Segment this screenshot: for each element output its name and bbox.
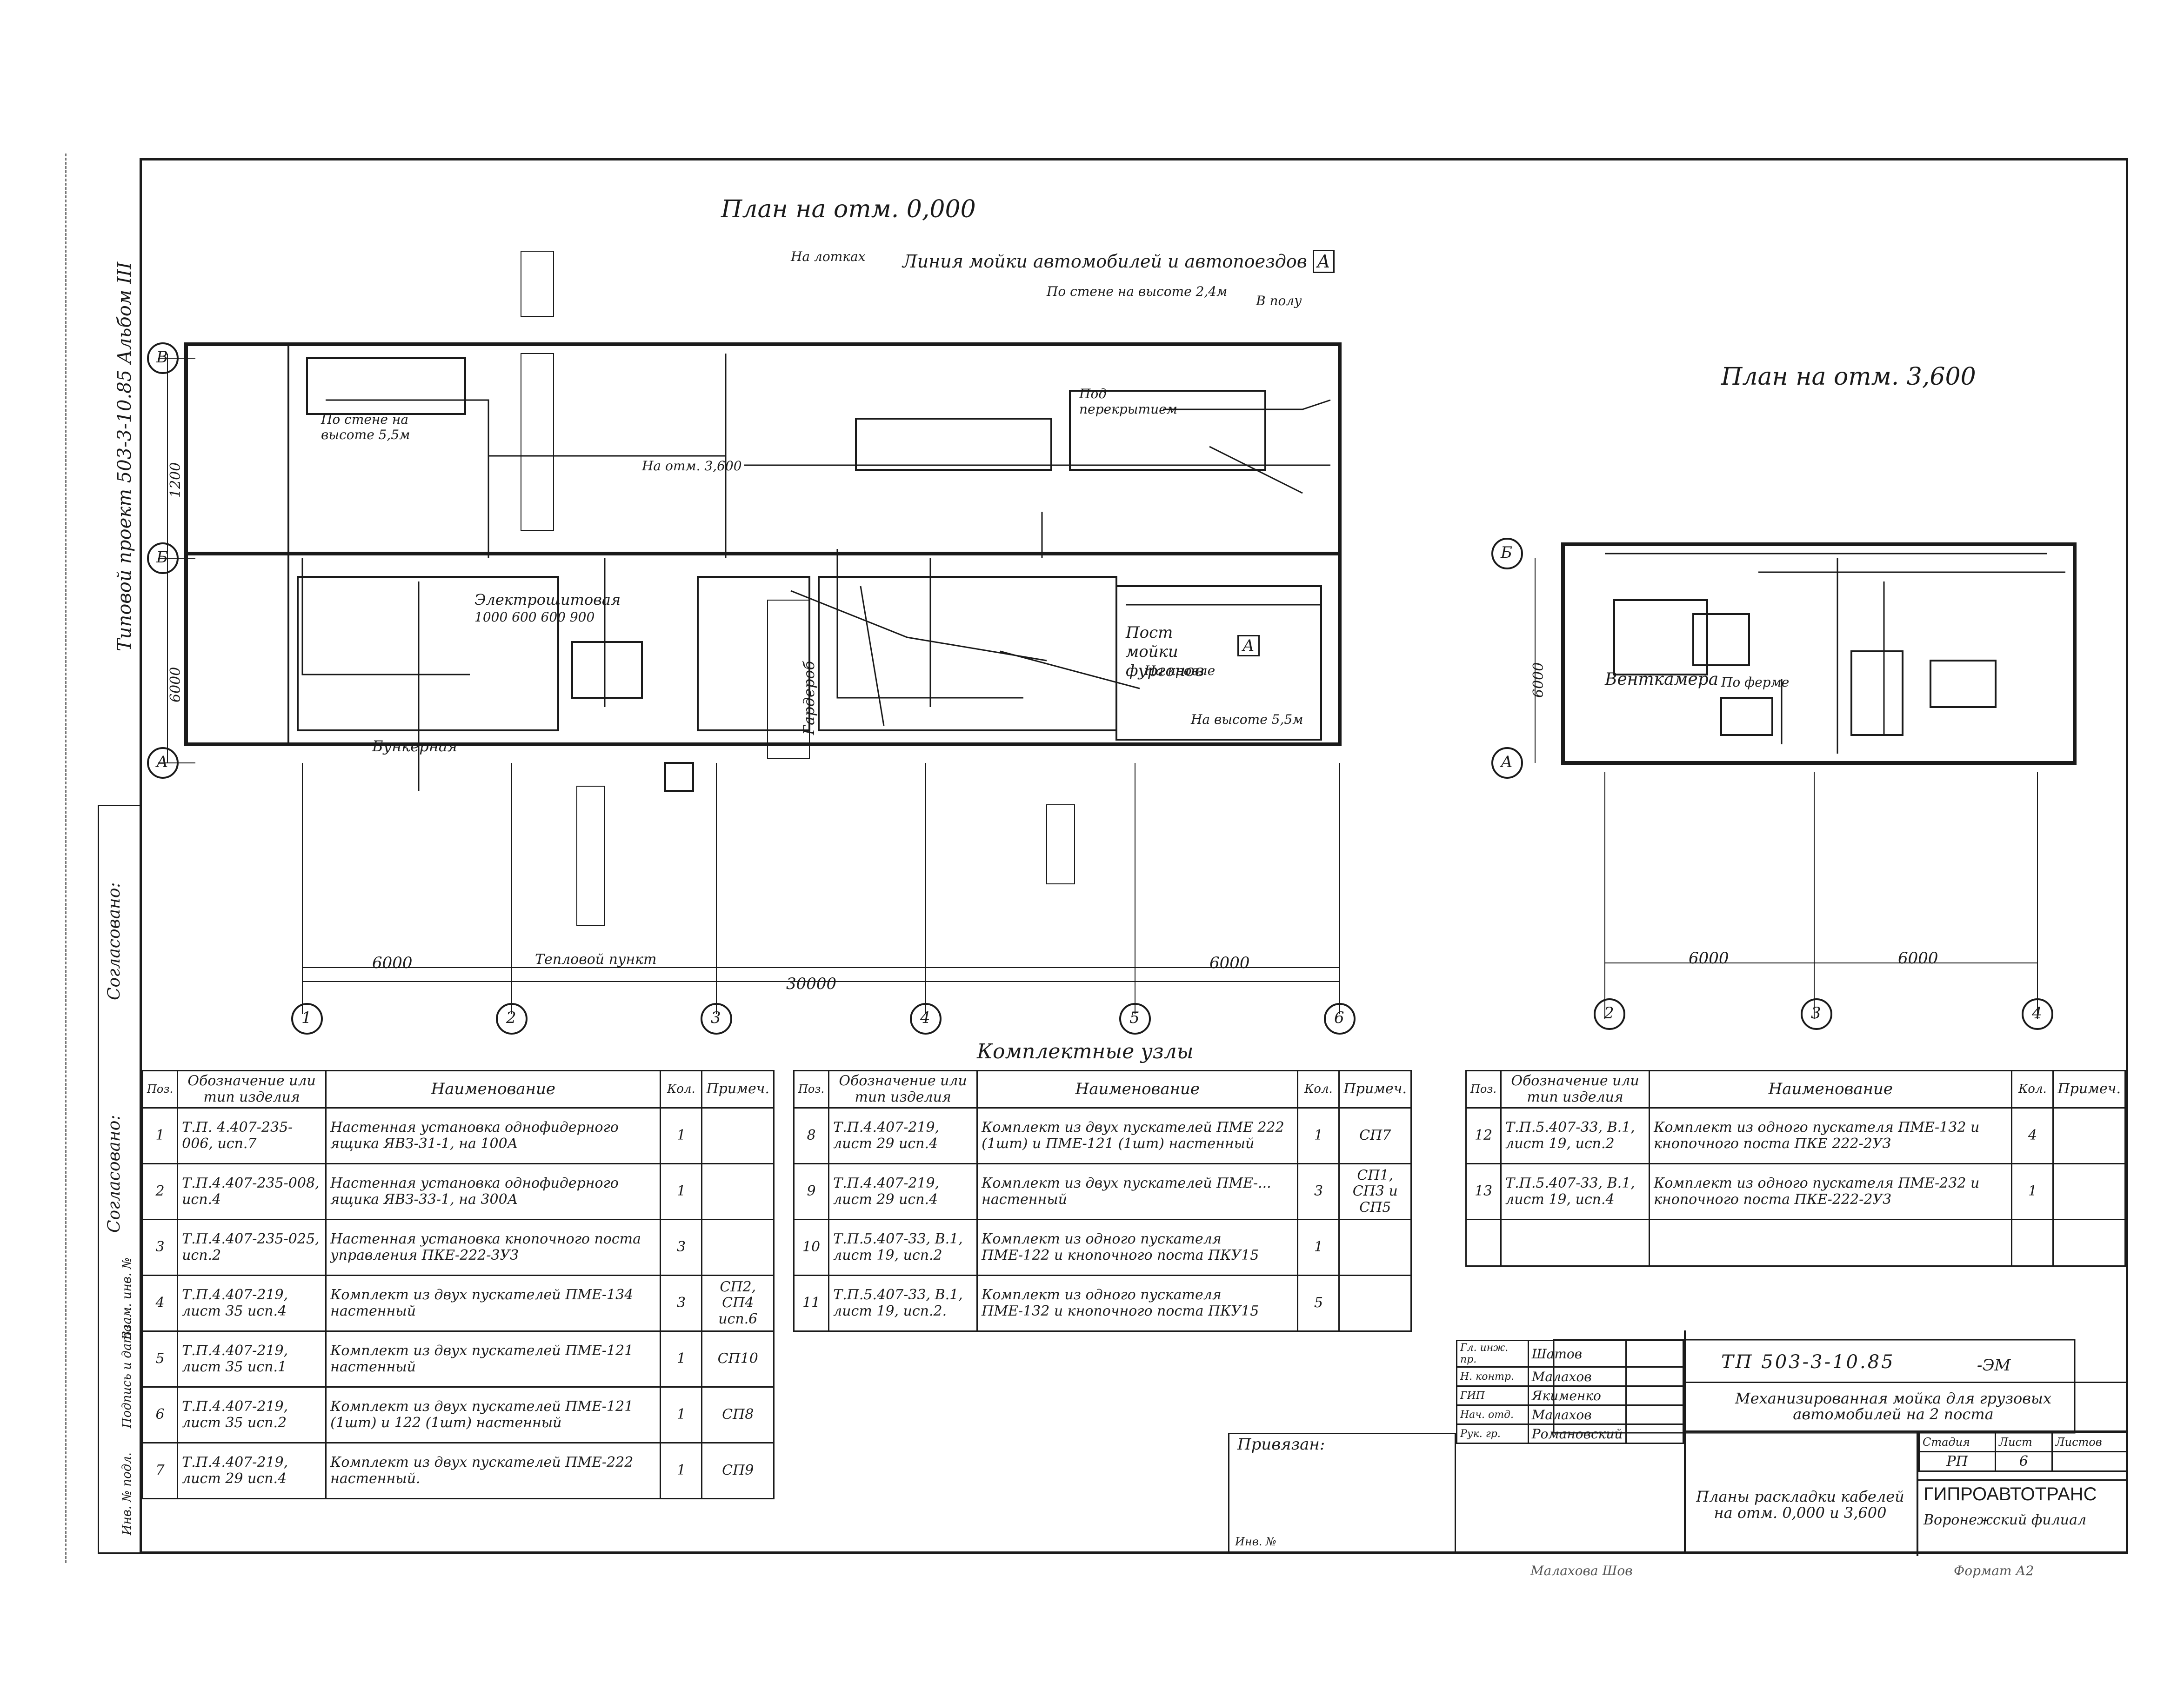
dim-6000-a: 6000 [372,954,413,972]
note-under-ceiling: Под перекрытием [1079,386,1177,417]
axis-1: 1 [301,1009,312,1027]
note-on-height-55: На высоте 5,5м [1191,712,1303,727]
table-header: Поз. Обозначение или тип изделия Наимено… [1465,1070,2126,1109]
row-v: В [156,348,168,367]
axis-up-2: 2 [1604,1004,1614,1022]
row-up-b: Б [1501,543,1512,562]
bound-label: Привязан: [1237,1435,1325,1454]
dim-30000: 30000 [786,975,837,993]
axis-up-4: 4 [2032,1004,2042,1022]
axis-6: 6 [1334,1009,1344,1027]
axis-4: 4 [920,1009,930,1027]
room-electrical: Электрощитовая [474,591,621,608]
note-in-floor: В полу [1256,293,1302,308]
note-on-truss: По ферме [1721,675,1790,690]
plan-main-title: План на отм. 0,000 [721,195,976,223]
axis-2: 2 [506,1009,516,1027]
upper-plan-walls [1561,542,2077,765]
note-on-wall-24: По стене на высоте 2,4м [1047,284,1228,299]
van-post-mark: А [1237,635,1260,656]
room-van-post: Пост мойки фургонов [1126,623,1204,680]
stamp-code: ТП 503-3-10.85 [1721,1351,1895,1373]
dim-6000-upper-side: 6000 [1530,662,1547,698]
row-up-a: А [1501,753,1513,771]
room-garderob: Гардероб [800,661,818,735]
note-on-trays: На лотках [791,249,866,264]
row-b: Б [156,548,168,567]
components-table-2: Поз. Обозначение или тип изделия Наимено… [793,1070,1412,1332]
stamp-org: ГИПРОАВТОТРАНС [1924,1484,2097,1504]
sheet-value: 6 [1995,1451,2053,1472]
cabinet-dims: 1000 600 600 900 [474,609,595,625]
th-qty: Кол. [660,1070,703,1109]
th-name: Наименование [325,1070,661,1109]
dim-6000-b: 6000 [1209,954,1250,972]
components-table-3: Поз. Обозначение или тип изделия Наимено… [1465,1070,2126,1267]
room-vent: Венткамера [1605,670,1719,689]
stamp-project: Механизированная мойка для грузовых авто… [1735,1390,2052,1423]
dim-6000-up-a: 6000 [1689,949,1729,968]
wash-line-mark: А [1312,250,1335,273]
room-heat-point: Тепловой пункт [535,951,657,968]
dim-1200: 1200 [167,462,184,498]
bottom-scribble: Малахова Шов [1530,1563,1633,1578]
side-stamp [98,805,142,1554]
stamp-drawing: Планы раскладки кабелей на отм. 0,000 и … [1696,1488,1904,1522]
th-note: Примеч. [701,1070,775,1109]
row-a: А [156,753,168,771]
bound-box [1228,1433,1456,1554]
format-label: Формат А2 [1954,1563,2034,1578]
inv-label: Инв. № [1235,1535,1276,1548]
components-table-1: Поз. Обозначение или тип изделия Наимено… [141,1070,775,1499]
room-bunker: Бункерная [372,737,458,755]
table-row [1465,1219,2126,1267]
table-header: Поз. Обозначение или тип изделия Наимено… [141,1070,775,1109]
stamp-suffix: -ЭМ [1977,1356,2011,1375]
stamp-branch: Воронежский филиал [1924,1512,2087,1528]
note-wash-line: Линия мойки автомобилей и автопоездов А [902,250,1335,273]
plan-upper-title: План на отм. 3,600 [1721,363,1976,391]
table-title: Комплектные узлы [977,1040,1194,1063]
note-mark-3600: На отм. 3,600 [642,458,742,474]
axis-3: 3 [711,1009,721,1027]
stage-value: РП [1918,1451,1997,1472]
axis-up-3: 3 [1811,1004,1821,1022]
main-plan-walls [184,342,1342,746]
outer-margin-line [65,154,2131,1563]
dim-6000-side: 6000 [167,667,184,702]
axis-5: 5 [1129,1009,1140,1027]
dim-6000-up-b: 6000 [1898,949,1938,968]
note-on-wall-55: По стене на высоте 5,5м [321,412,410,442]
th-designation: Обозначение или тип изделия [177,1070,327,1109]
table-header: Поз. Обозначение или тип изделия Наимено… [793,1070,1412,1109]
note-on-roof: На кровле [1144,663,1216,678]
th-pos: Поз. [141,1070,179,1109]
